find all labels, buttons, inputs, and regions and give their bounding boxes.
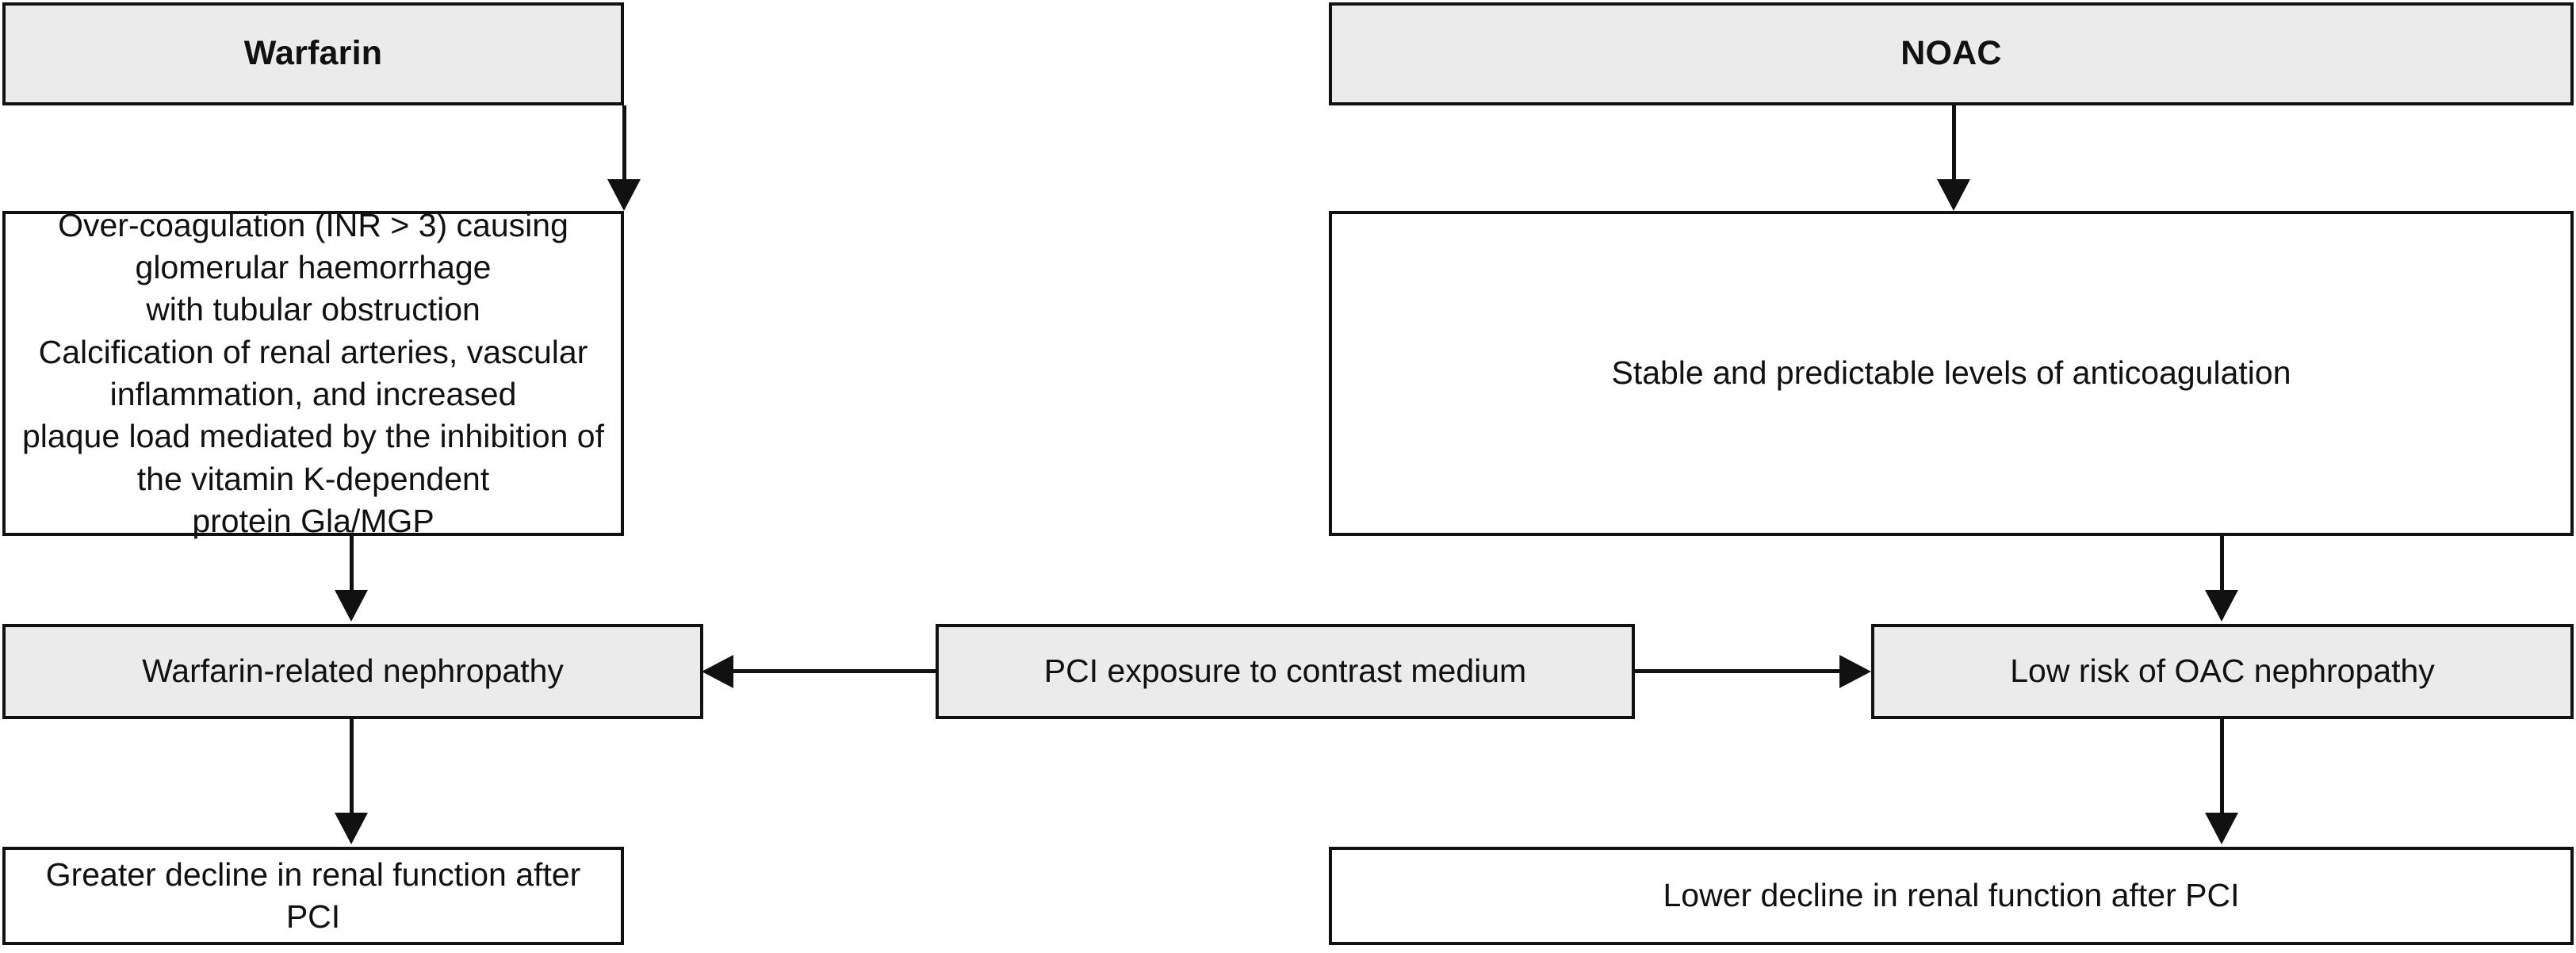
node-noac-header: NOAC bbox=[1329, 2, 2574, 105]
edge-pci-to-oac-low-risk-arrowhead bbox=[1839, 655, 1871, 688]
noac-outcome-label: Lower decline in renal function after PC… bbox=[1663, 877, 2240, 914]
node-noac-outcome: Lower decline in renal function after PC… bbox=[1329, 847, 2574, 945]
edge-pci-to-warfarin-nephropathy-line bbox=[733, 669, 936, 673]
edge-oac-low-risk-to-outcome-arrowhead bbox=[2205, 813, 2238, 844]
edge-warfarin-header-to-mechanism-line bbox=[622, 105, 626, 183]
edge-oac-low-risk-to-outcome-line bbox=[2220, 719, 2224, 814]
warfarin-mechanism-line-4: plaque load mediated by the inhibition o… bbox=[22, 418, 604, 497]
warfarin-header-label: Warfarin bbox=[243, 34, 383, 73]
warfarin-mechanism-line-3: Calcification of renal arteries, vascula… bbox=[38, 333, 588, 412]
node-warfarin-outcome: Greater decline in renal function after … bbox=[2, 847, 624, 945]
edge-warfarin-mechanism-to-nephropathy-line bbox=[350, 536, 354, 592]
edge-noac-header-to-mechanism-line bbox=[1952, 105, 1956, 183]
edge-pci-to-warfarin-nephropathy-arrowhead bbox=[702, 655, 733, 688]
warfarin-mechanism-line-5: protein Gla/MGP bbox=[192, 502, 434, 539]
node-oac-low-risk: Low risk of OAC nephropathy bbox=[1871, 624, 2574, 719]
pci-contrast-label: PCI exposure to contrast medium bbox=[1043, 653, 1527, 690]
node-warfarin-mechanism: Over-coagulation (INR > 3) causing glome… bbox=[2, 207, 624, 539]
edge-noac-mechanism-to-lowrisk-arrowhead bbox=[2205, 590, 2238, 622]
warfarin-nephropathy-label: Warfarin-related nephropathy bbox=[142, 653, 564, 690]
edge-pci-to-oac-low-risk-line bbox=[1635, 669, 1839, 673]
node-pci-contrast: PCI exposure to contrast medium bbox=[936, 624, 1635, 719]
edge-warfarin-nephropathy-to-outcome-arrowhead bbox=[335, 813, 368, 844]
warfarin-mechanism-text: Over-coagulation (INR > 3) causing glome… bbox=[17, 205, 610, 542]
edge-warfarin-mechanism-to-nephropathy-arrowhead bbox=[335, 590, 368, 622]
warfarin-mechanism-line-2: with tubular obstruction bbox=[146, 291, 480, 328]
node-warfarin-header: Warfarin bbox=[2, 2, 624, 105]
edge-noac-header-to-mechanism-arrowhead bbox=[1937, 179, 1970, 211]
edge-warfarin-nephropathy-to-outcome-line bbox=[350, 719, 354, 814]
edge-noac-mechanism-to-lowrisk-line bbox=[2220, 536, 2224, 592]
edge-warfarin-header-to-mechanism-arrowhead bbox=[607, 179, 641, 211]
warfarin-outcome-label: Greater decline in renal function after … bbox=[45, 855, 581, 935]
noac-mechanism-text: Stable and predictable levels of anticoa… bbox=[1343, 352, 2559, 394]
oac-low-risk-label: Low risk of OAC nephropathy bbox=[2010, 653, 2435, 690]
warfarin-mechanism-line-1: Over-coagulation (INR > 3) causing glome… bbox=[58, 206, 568, 286]
noac-header-label: NOAC bbox=[1900, 34, 2002, 73]
node-noac-mechanism: Stable and predictable levels of anticoa… bbox=[1329, 211, 2574, 536]
noac-mechanism-line-1: Stable and predictable levels of anticoa… bbox=[1611, 354, 2291, 392]
node-warfarin-nephropathy: Warfarin-related nephropathy bbox=[2, 624, 703, 719]
